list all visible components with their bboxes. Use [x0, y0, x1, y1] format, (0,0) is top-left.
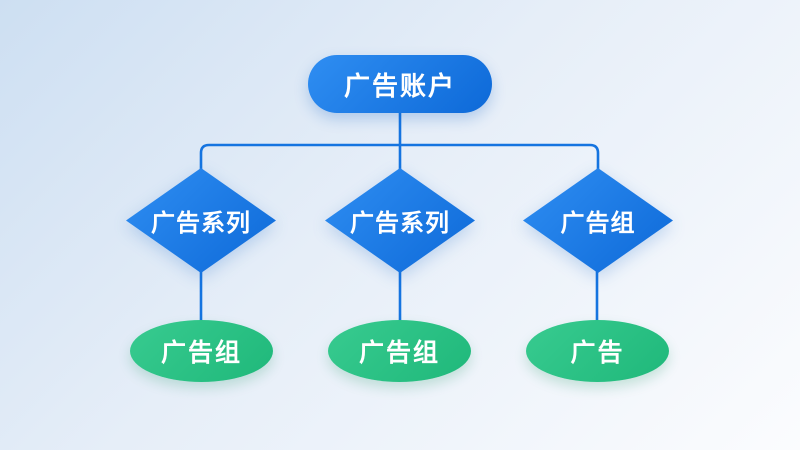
node-ad-account-label: 广告账户 — [343, 70, 456, 101]
node-adgroup-top: 广告组 — [523, 168, 673, 273]
node-ad: 广告 — [526, 320, 669, 382]
node-campaign-2-label: 广告系列 — [350, 210, 450, 237]
node-campaign-1: 广告系列 — [126, 168, 276, 273]
diamond-shape: 广告系列 — [325, 168, 475, 273]
connector-branch-bar — [199, 143, 600, 172]
node-adgroup-2-label: 广告组 — [358, 339, 440, 367]
node-campaign-2: 广告系列 — [325, 168, 475, 273]
diamond-shape: 广告系列 — [126, 168, 276, 273]
node-adgroup-top-label: 广告组 — [560, 210, 636, 237]
node-adgroup-1: 广告组 — [130, 320, 273, 382]
node-campaign-1-label: 广告系列 — [151, 210, 251, 237]
node-adgroup-2: 广告组 — [328, 320, 471, 382]
node-ad-label: 广告 — [570, 339, 625, 367]
node-adgroup-1-label: 广告组 — [160, 339, 242, 367]
node-ad-account: 广告账户 — [308, 55, 492, 113]
diamond-shape: 广告组 — [523, 168, 673, 273]
